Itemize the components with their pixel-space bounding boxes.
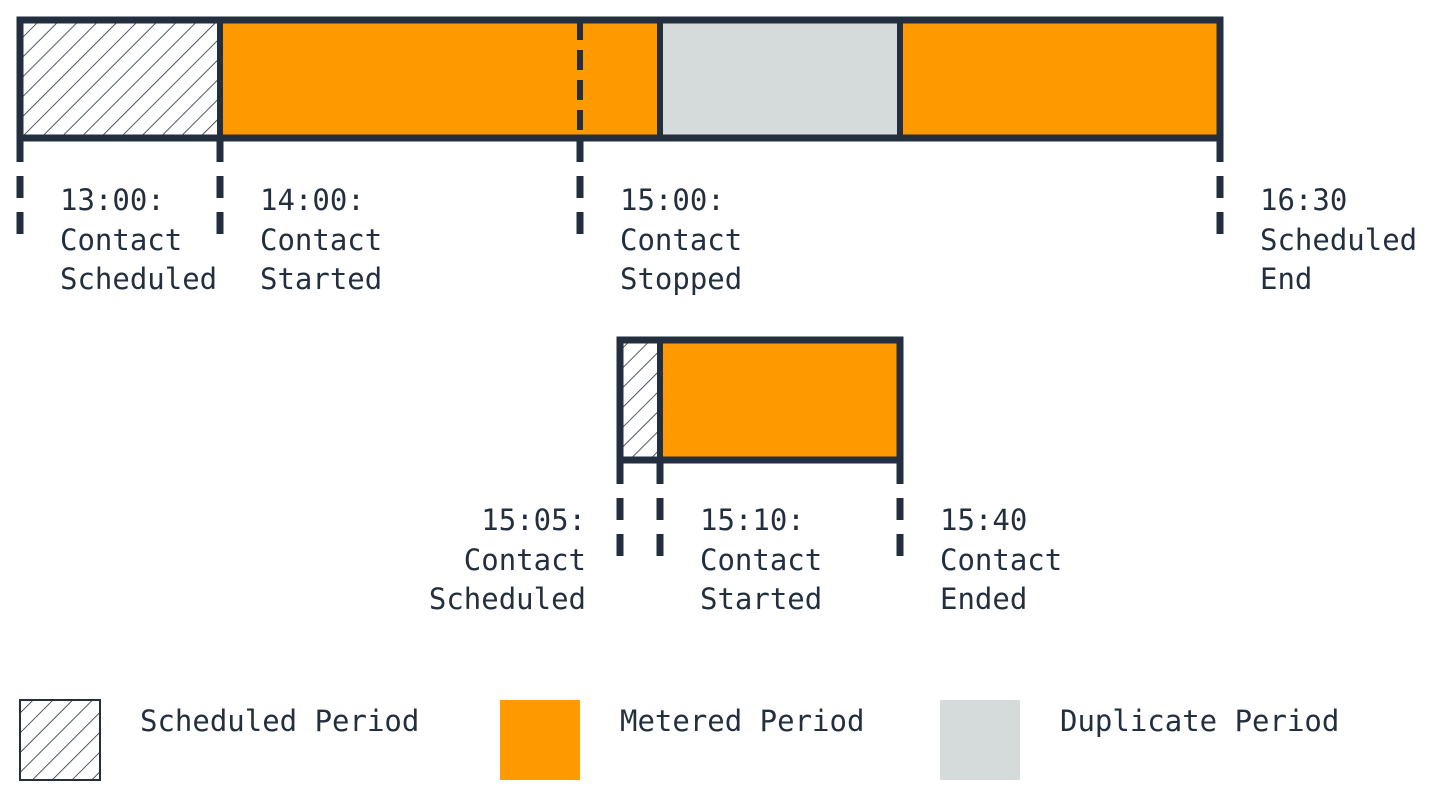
- marker-line1: Contact: [464, 543, 586, 577]
- marker-line1: Contact: [260, 223, 382, 257]
- marker-time: 15:05:: [481, 503, 586, 537]
- timeline-2-ticks: [616, 462, 904, 564]
- marker-16-30: 16:30 Scheduled End: [1260, 183, 1417, 296]
- legend-label-scheduled: Scheduled Period: [140, 704, 419, 738]
- legend-swatch-metered: [500, 700, 580, 780]
- legend-label-duplicate: Duplicate Period: [1060, 704, 1339, 738]
- marker-line2: Started: [700, 582, 822, 616]
- legend: Scheduled Period Metered Period Duplicat…: [19, 699, 1339, 781]
- marker-line1: Contact: [940, 543, 1062, 577]
- scheduled-segment: [620, 340, 660, 460]
- marker-line1: Scheduled: [1260, 223, 1417, 257]
- scheduled-segment: [20, 20, 220, 138]
- legend-swatch-scheduled: [19, 699, 101, 781]
- marker-15-10: 15:10: Contact Started: [700, 503, 822, 616]
- marker-line2: Scheduled: [60, 262, 217, 296]
- marker-line2: Ended: [940, 582, 1027, 616]
- timeline-1-bar: [16, 16, 1224, 142]
- legend-label-metered: Metered Period: [620, 704, 864, 738]
- marker-13-00: 13:00: Contact Scheduled: [60, 183, 217, 296]
- marker-line2: End: [1260, 262, 1312, 296]
- marker-time: 13:00:: [60, 183, 165, 217]
- marker-line1: Contact: [620, 223, 742, 257]
- timeline-1-outline: [16, 16, 1224, 142]
- timeline-2-bar: [616, 336, 904, 464]
- marker-line2: Started: [260, 262, 382, 296]
- duplicate-segment: [660, 20, 900, 138]
- marker-15-05: 15:05: Contact Scheduled: [429, 503, 586, 616]
- marker-time: 15:00:: [620, 183, 725, 217]
- marker-line1: Contact: [700, 543, 822, 577]
- marker-line2: Scheduled: [429, 582, 586, 616]
- metered-segment: [220, 20, 660, 138]
- marker-14-00: 14:00: Contact Started: [260, 183, 382, 296]
- timeline-1-ticks: [16, 140, 1224, 244]
- legend-item-metered: Metered Period: [500, 700, 864, 780]
- marker-line1: Contact: [60, 223, 182, 257]
- marker-time: 15:40: [940, 503, 1027, 537]
- marker-time: 14:00:: [260, 183, 365, 217]
- legend-item-scheduled: Scheduled Period: [19, 699, 419, 781]
- legend-swatch-duplicate: [940, 700, 1020, 780]
- marker-time: 16:30: [1260, 183, 1347, 217]
- metered-segment: [660, 340, 900, 460]
- timeline-2-outline: [616, 336, 904, 464]
- metered-segment: [900, 20, 1220, 138]
- marker-time: 15:10:: [700, 503, 805, 537]
- marker-15-40: 15:40 Contact Ended: [940, 503, 1062, 616]
- marker-line2: Stopped: [620, 262, 742, 296]
- legend-item-duplicate: Duplicate Period: [940, 700, 1339, 780]
- marker-15-00: 15:00: Contact Stopped: [620, 183, 742, 296]
